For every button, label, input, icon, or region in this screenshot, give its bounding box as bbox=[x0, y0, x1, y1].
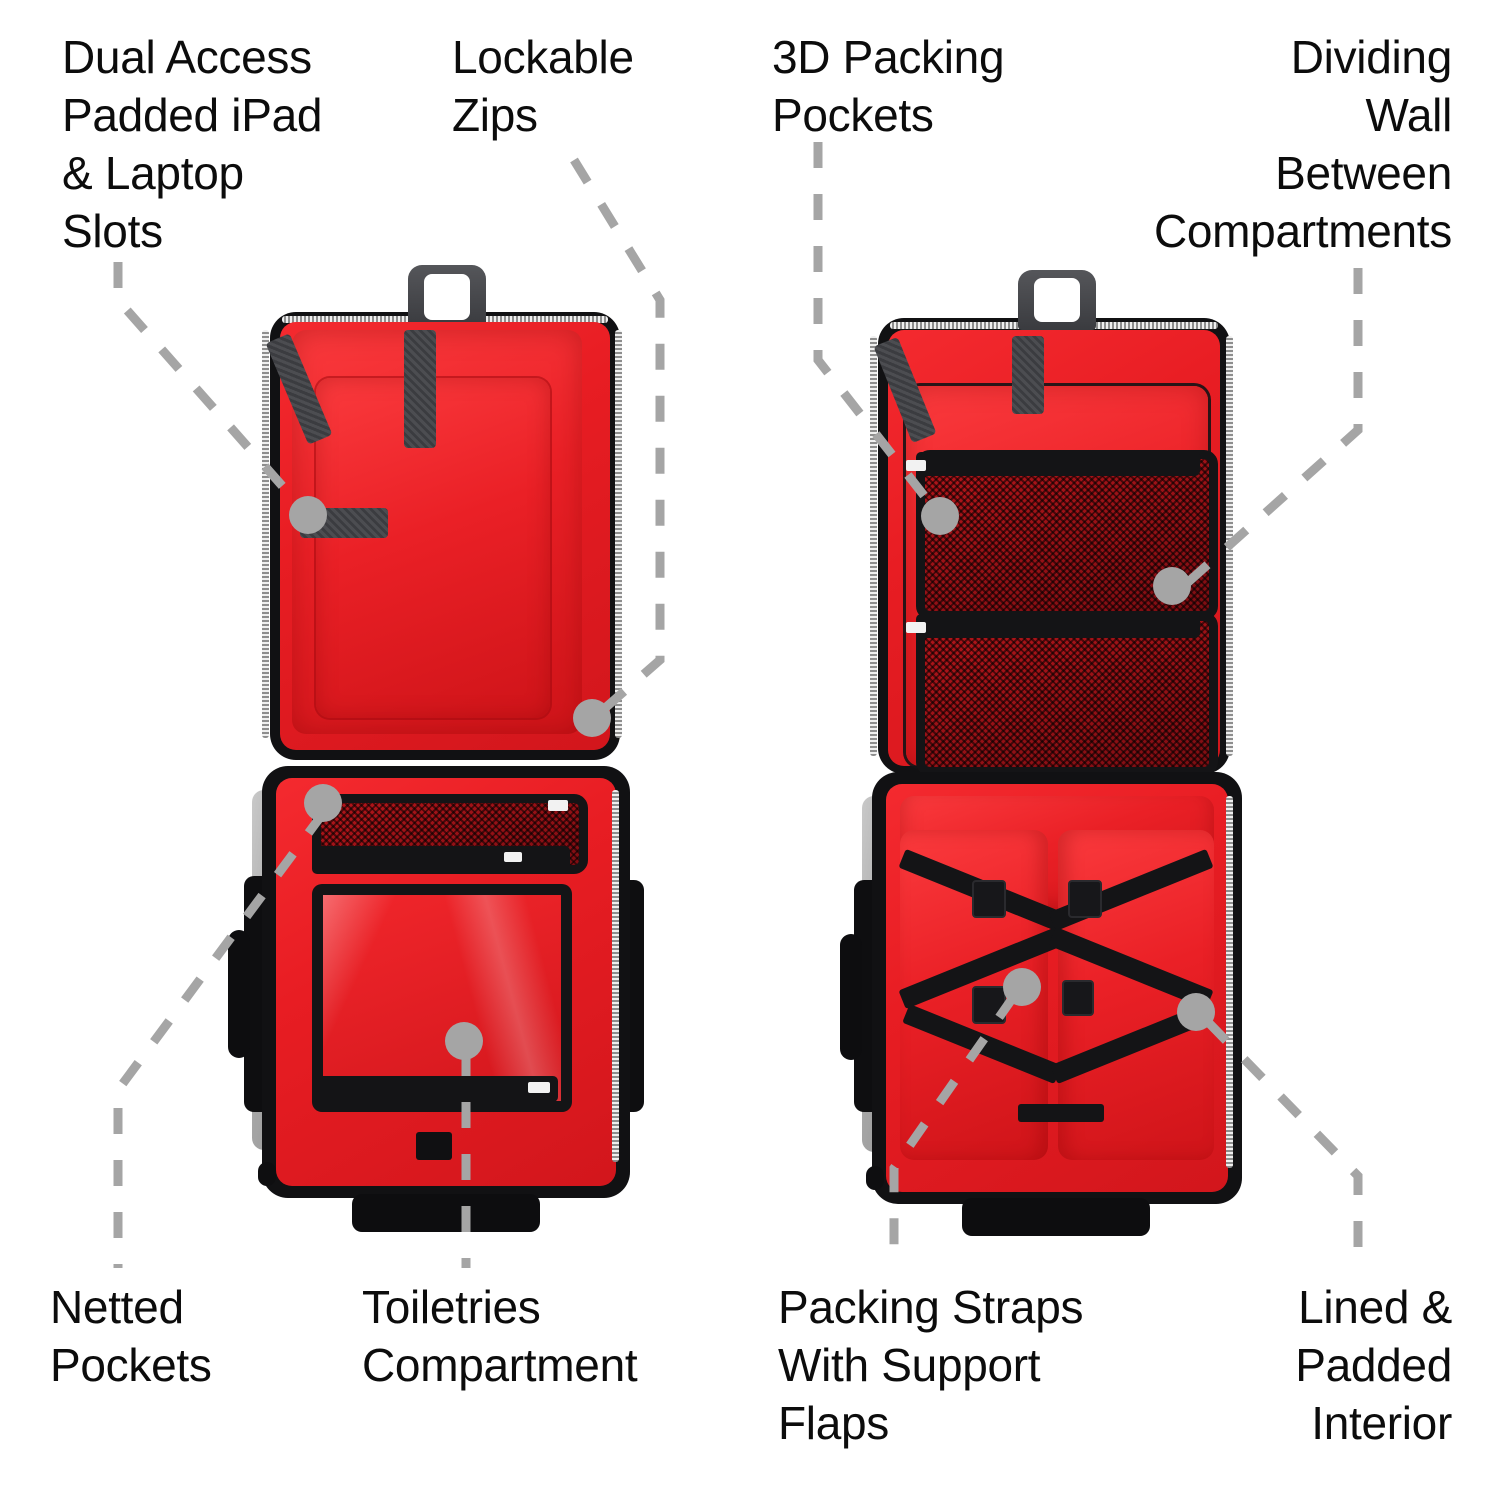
callout-dot-dividing-wall[interactable] bbox=[1153, 567, 1191, 605]
callout-dot-lined-padded-interior[interactable] bbox=[1177, 993, 1215, 1031]
packing-strap-buckle-mid-right bbox=[1062, 980, 1094, 1016]
left-bag-base-handle bbox=[352, 1194, 540, 1232]
right-bag-side-carry-handle bbox=[840, 934, 862, 1060]
callout-label-lined-padded-interior: Lined & Padded Interior bbox=[1295, 1281, 1452, 1449]
right-upper-zip-left bbox=[870, 336, 877, 756]
left-lower-zip-right bbox=[612, 790, 619, 1162]
callout-dot-packing-straps[interactable] bbox=[1003, 968, 1041, 1006]
packing-strap-bottom-bar bbox=[1018, 1104, 1104, 1122]
callout-label-3d-packing-pockets: 3D Packing Pockets bbox=[772, 31, 1005, 141]
packing-strap-buckle-upper-left bbox=[972, 880, 1006, 918]
callout-label-toiletries-compartment: Toiletries Compartment bbox=[362, 1281, 638, 1391]
right-3d-pocket-upper-zip bbox=[916, 452, 1200, 476]
packing-strap-buckle-mid-left bbox=[972, 986, 1006, 1024]
callout-dot-dual-access[interactable] bbox=[289, 496, 327, 534]
right-lower-zip-pull bbox=[866, 1166, 884, 1190]
callout-dot-toiletries[interactable] bbox=[445, 1022, 483, 1060]
callout-dot-lockable-zips[interactable] bbox=[573, 699, 611, 737]
left-netted-zip-pull bbox=[548, 800, 568, 811]
left-upper-zip-right bbox=[615, 330, 622, 738]
right-retaining-strap-vertical bbox=[1012, 336, 1044, 414]
left-velcro-tab bbox=[416, 1132, 452, 1160]
callout-label-dual-access-padded-ipad-laptop-slots: Dual Access Padded iPad & Laptop Slots bbox=[62, 31, 323, 257]
left-bag-handle-hole bbox=[424, 274, 470, 320]
callout-label-packing-straps-with-support-flaps: Packing Straps With Support Flaps bbox=[778, 1281, 1084, 1449]
callout-label-netted-pockets: Netted Pockets bbox=[50, 1281, 212, 1391]
left-retaining-strap-vertical bbox=[404, 330, 436, 448]
callout-label-dividing-wall-between-compartments: Dividing Wall Between Compartments bbox=[1153, 31, 1452, 257]
right-bag-handle-hole bbox=[1034, 278, 1080, 322]
left-toiletries-zip bbox=[316, 1076, 558, 1102]
left-bag-side-carry-handle bbox=[228, 930, 250, 1058]
right-upper-zip-right bbox=[1226, 336, 1233, 756]
left-netted-pocket-zip bbox=[312, 846, 570, 874]
left-toiletries-zip-pull bbox=[528, 1082, 550, 1093]
left-netted-zip-pull-2 bbox=[504, 852, 522, 862]
right-bag-base-handle bbox=[962, 1198, 1150, 1236]
right-3d-pocket-lower-zip-pull bbox=[906, 622, 926, 633]
right-lower-zip-right bbox=[1226, 796, 1233, 1168]
callout-dot-netted-pockets[interactable] bbox=[304, 784, 342, 822]
right-3d-pocket-lower-zip bbox=[916, 614, 1200, 638]
right-3d-pocket-upper-zip-pull bbox=[906, 460, 926, 471]
callout-label-lockable-zips: Lockable Zips bbox=[452, 31, 634, 141]
left-lower-zip-pull bbox=[258, 1162, 276, 1186]
left-upper-zip-left bbox=[262, 330, 269, 738]
packing-strap-buckle-upper-right bbox=[1068, 880, 1102, 918]
callout-dot-3d-packing-pockets[interactable] bbox=[921, 497, 959, 535]
